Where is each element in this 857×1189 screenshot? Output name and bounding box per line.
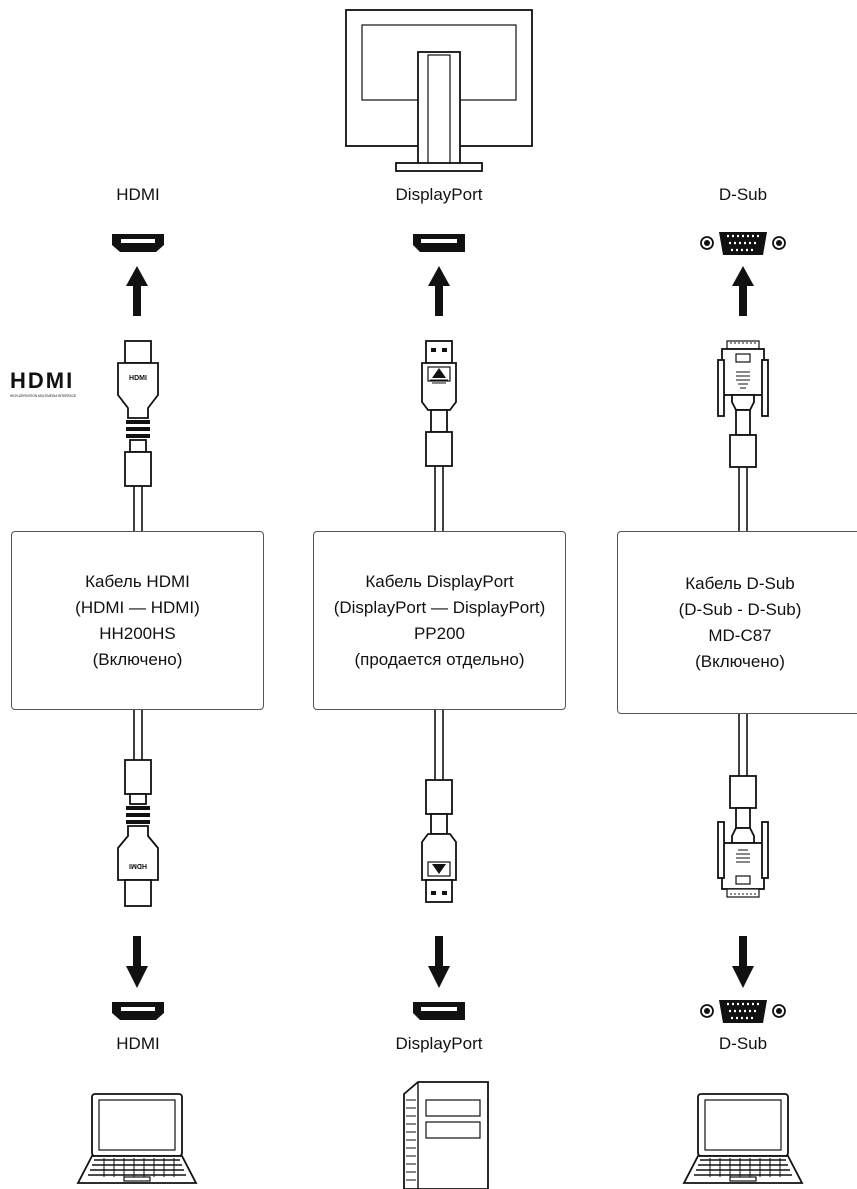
displayport-monitor-port-label: DisplayPort <box>395 185 483 204</box>
cable-availability: (продается отдельно) <box>354 649 525 669</box>
hdmi-plug-top-icon: HDMI <box>117 340 159 531</box>
dsub-cable-box: Кабель D-Sub (D-Sub - D-Sub) MD-C87 (Вкл… <box>617 531 857 714</box>
dsub-pc-port-icon <box>700 1000 786 1023</box>
cable-name: Кабель HDMI <box>85 571 190 591</box>
cable-connectors: (D-Sub - D-Sub) <box>678 599 802 619</box>
cable-model: MD-C87 <box>708 625 772 645</box>
cable-availability: (Включено) <box>695 651 785 671</box>
cable-connectors: (HDMI — HDMI) <box>75 597 200 617</box>
displayport-cable-bottom <box>421 710 457 903</box>
arrow-down-icon <box>428 936 450 988</box>
arrow-up-icon <box>126 266 148 316</box>
arrow-up-icon <box>732 266 754 316</box>
hdmi-monitor-port-icon <box>112 234 164 252</box>
desktop-tower-icon <box>403 1081 489 1189</box>
hdmi-monitor-port-label: HDMI <box>116 185 160 204</box>
arrow-down-icon <box>126 936 148 988</box>
cable-name: Кабель D-Sub <box>685 573 795 593</box>
hdmi-cable-box: Кабель HDMI (HDMI — HDMI) HH200HS (Включ… <box>11 531 264 710</box>
svg-text:HDMI: HDMI <box>129 375 147 382</box>
displayport-monitor-port-icon <box>413 234 465 252</box>
dsub-monitor-port-icon <box>700 232 786 255</box>
svg-text:HDMI: HDMI <box>10 368 74 393</box>
svg-text:HDMI: HDMI <box>129 862 147 869</box>
svg-text:HIGH-DEFINITION MULTIMEDIA INT: HIGH-DEFINITION MULTIMEDIA INTERFACE <box>10 394 76 398</box>
arrow-up-icon <box>428 266 450 316</box>
displayport-plug-top-icon <box>421 340 457 531</box>
dsub-pc-port-label: D-Sub <box>718 1034 768 1053</box>
displayport-pc-port-icon <box>413 1002 465 1020</box>
hdmi-pc-port-icon <box>112 1002 164 1020</box>
dsub-plug-top-icon <box>717 340 769 531</box>
arrow-down-icon <box>732 936 754 988</box>
dsub-monitor-port-label: D-Sub <box>718 185 768 204</box>
displayport-cable-box: Кабель DisplayPort (DisplayPort — Displa… <box>313 531 566 710</box>
hdmi-pc-port-label: HDMI <box>116 1034 160 1053</box>
hdmi-logo: HDMI HIGH-DEFINITION MULTIMEDIA INTERFAC… <box>10 368 76 398</box>
cable-availability: (Включено) <box>92 649 183 669</box>
dsub-cable-bottom <box>717 714 769 898</box>
hdmi-cable-bottom: HDMI <box>117 710 159 907</box>
cable-model: HH200HS <box>99 623 176 643</box>
cable-connectors: (DisplayPort — DisplayPort) <box>333 597 546 617</box>
laptop-icon <box>682 1093 804 1184</box>
monitor-icon <box>345 9 533 172</box>
laptop-icon <box>76 1093 198 1184</box>
cable-name: Кабель DisplayPort <box>365 571 514 591</box>
cable-model: PP200 <box>413 623 466 643</box>
displayport-pc-port-label: DisplayPort <box>395 1034 483 1053</box>
